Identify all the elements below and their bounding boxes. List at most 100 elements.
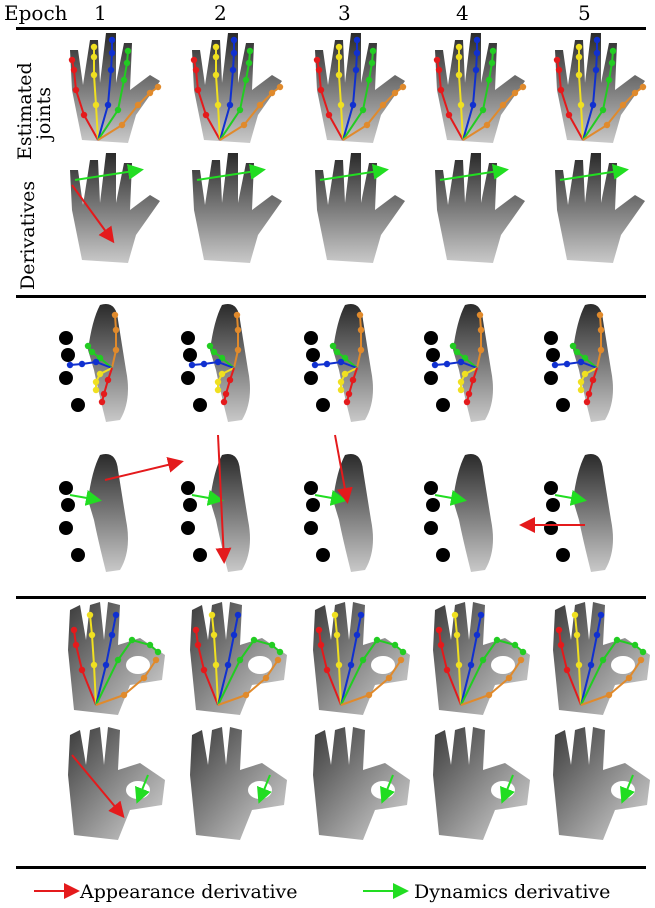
skeleton-1-joint bbox=[456, 72, 462, 78]
skeleton-3-joint bbox=[225, 662, 231, 668]
skeleton-3-joint bbox=[506, 675, 512, 681]
skeleton-2-joint bbox=[93, 387, 99, 393]
skeleton-3-joint bbox=[366, 692, 372, 698]
skeleton-1-joint bbox=[73, 87, 79, 93]
skeleton-2-joint bbox=[235, 347, 241, 353]
skeleton-1-joint bbox=[193, 67, 199, 73]
hand-side-estimated-finger-blob bbox=[181, 371, 195, 385]
skeleton-2-joint bbox=[89, 349, 95, 355]
skeleton-3-joint bbox=[594, 632, 600, 638]
skeleton-1-joint bbox=[558, 87, 564, 93]
skeleton-1-joint bbox=[576, 72, 582, 78]
skeleton-1-joint bbox=[600, 107, 606, 113]
skeleton-1-joint bbox=[566, 112, 572, 118]
hand-side-derivative-finger-blob bbox=[546, 498, 560, 512]
row-label-derivatives: Derivatives bbox=[17, 181, 39, 290]
hand-side-derivative bbox=[88, 454, 128, 572]
skeleton-3-joint bbox=[153, 657, 159, 663]
skeleton-1-joint bbox=[195, 87, 201, 93]
hand-side-estimated-finger-blob bbox=[316, 398, 330, 412]
hand-palm-derivative bbox=[555, 153, 645, 263]
skeleton-1-joint bbox=[314, 57, 320, 63]
skeleton-3-joint bbox=[438, 642, 444, 648]
skeleton-3-joint bbox=[454, 632, 460, 638]
skeleton-3-joint bbox=[556, 627, 562, 633]
hand-ok-derivative bbox=[313, 727, 410, 840]
skeleton-1-joint bbox=[354, 37, 360, 43]
skeleton-2-joint bbox=[458, 379, 464, 385]
skeleton-2-joint bbox=[219, 371, 225, 377]
skeleton-3-joint bbox=[456, 662, 462, 668]
skeleton-1-joint bbox=[490, 48, 496, 54]
skeleton-1-joint bbox=[353, 67, 359, 73]
skeleton-2-joint bbox=[338, 387, 344, 393]
skeleton-1-joint bbox=[213, 54, 219, 60]
skeleton-1-joint bbox=[400, 84, 406, 90]
hand-ok-estimated-gap bbox=[248, 656, 272, 674]
hand-side-derivative bbox=[210, 454, 250, 572]
hand-side-estimated-finger-blob bbox=[181, 331, 195, 345]
column-epoch-3 bbox=[304, 33, 410, 840]
skeleton-3-joint bbox=[572, 612, 578, 618]
hand-side-derivative-finger-blob bbox=[544, 481, 558, 495]
skeleton-1-joint bbox=[269, 90, 275, 96]
skeleton-2-joint bbox=[464, 399, 470, 405]
skeleton-3-joint bbox=[201, 667, 207, 673]
skeleton-3-joint bbox=[193, 627, 199, 633]
skeleton-2-joint bbox=[99, 399, 105, 405]
hand-side-estimated-finger-blob bbox=[71, 398, 85, 412]
skeleton-1-joint bbox=[243, 77, 249, 83]
skeleton-1-joint bbox=[93, 102, 99, 108]
skeleton-3-joint bbox=[494, 637, 500, 643]
skeleton-3-joint bbox=[614, 637, 620, 643]
panels bbox=[59, 33, 650, 840]
skeleton-1-joint bbox=[484, 122, 490, 128]
skeleton-1-joint bbox=[500, 102, 506, 108]
skeleton-3-joint bbox=[251, 637, 257, 643]
skeleton-3-joint bbox=[316, 627, 322, 633]
skeleton-1-joint bbox=[336, 54, 342, 60]
skeleton-1-joint bbox=[316, 67, 322, 73]
skeleton-1-joint bbox=[354, 50, 360, 56]
skeleton-1-joint bbox=[594, 50, 600, 56]
skeleton-1-joint bbox=[115, 107, 121, 113]
hand-side-estimated-finger-blob bbox=[61, 348, 75, 362]
skeleton-2-joint bbox=[477, 312, 483, 318]
skeleton-3-joint bbox=[632, 642, 638, 648]
hand-palm-estimated bbox=[192, 33, 282, 143]
epoch-3-label: 3 bbox=[338, 1, 351, 25]
skeleton-3-joint bbox=[79, 667, 85, 673]
skeleton-2-joint bbox=[215, 359, 221, 365]
skeleton-1-joint bbox=[640, 84, 646, 90]
skeleton-2-joint bbox=[189, 362, 195, 368]
hand-ok-derivative bbox=[68, 727, 165, 840]
skeleton-2-joint bbox=[312, 362, 318, 368]
skeleton-1-joint bbox=[473, 67, 479, 73]
hand-side-estimated-finger-blob bbox=[183, 348, 197, 362]
skeleton-3-joint bbox=[113, 612, 119, 618]
hand-ok-derivative-gap bbox=[248, 781, 272, 799]
skeleton-3-joint bbox=[518, 657, 524, 663]
skeleton-1-joint bbox=[370, 48, 376, 54]
skeleton-3-joint bbox=[452, 612, 458, 618]
hand-side-estimated-finger-blob bbox=[424, 371, 438, 385]
skeleton-3-joint bbox=[324, 667, 330, 673]
hand-ok-derivative-gap bbox=[491, 781, 515, 799]
skeleton-1-joint bbox=[318, 87, 324, 93]
hand-palm-estimated bbox=[70, 33, 160, 143]
hand-side-derivative-finger-blob bbox=[304, 481, 318, 495]
skeleton-2-joint bbox=[570, 343, 576, 349]
skeleton-2-joint bbox=[201, 361, 207, 367]
skeleton-2-joint bbox=[93, 359, 99, 365]
hand-side-derivative-finger-blob bbox=[544, 521, 558, 535]
hand-side-derivative-finger-blob bbox=[426, 498, 440, 512]
hand-palm-derivative bbox=[435, 153, 525, 263]
hand-side-estimated-finger-blob bbox=[304, 371, 318, 385]
skeleton-3-joint bbox=[91, 662, 97, 668]
skeleton-3-joint bbox=[400, 649, 406, 655]
legend-appearance-label: Appearance derivative bbox=[79, 881, 298, 903]
skeleton-1-joint bbox=[277, 84, 283, 90]
skeleton-3-joint bbox=[386, 675, 392, 681]
skeleton-2-joint bbox=[215, 379, 221, 385]
skeleton-1-joint bbox=[69, 57, 75, 63]
